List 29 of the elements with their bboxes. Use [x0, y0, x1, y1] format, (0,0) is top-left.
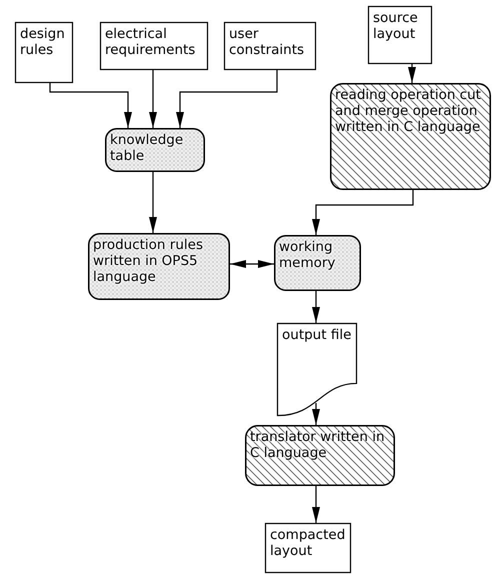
arrow — [176, 70, 278, 128]
arrow — [230, 260, 274, 268]
arrow — [149, 172, 157, 233]
arrow — [312, 402, 320, 425]
arrow — [49, 83, 132, 128]
input-box — [100, 22, 208, 70]
input-box — [265, 523, 351, 573]
program-box — [330, 83, 491, 190]
node-label: electrical requirements — [105, 26, 196, 58]
arrow — [312, 486, 320, 523]
node-label: user constraints — [229, 26, 306, 58]
arrow — [312, 190, 414, 235]
arrow — [408, 64, 416, 83]
arrow — [149, 70, 157, 128]
input-box — [15, 22, 73, 83]
process-box — [274, 235, 361, 291]
node-label: production rules written in OPS5 language — [93, 237, 204, 285]
input-box — [224, 22, 316, 70]
process-box — [105, 128, 205, 172]
document-shape — [277, 323, 357, 416]
node-label: knowledge table — [110, 132, 184, 164]
node-label: design rules — [20, 26, 66, 58]
node-label: compacted layout — [270, 527, 346, 559]
process-box — [88, 233, 230, 300]
input-box — [368, 6, 432, 64]
node-label: output file — [282, 327, 352, 343]
arrow — [312, 291, 320, 323]
node-label: working memory — [279, 239, 336, 271]
node-label: source layout — [373, 10, 419, 42]
